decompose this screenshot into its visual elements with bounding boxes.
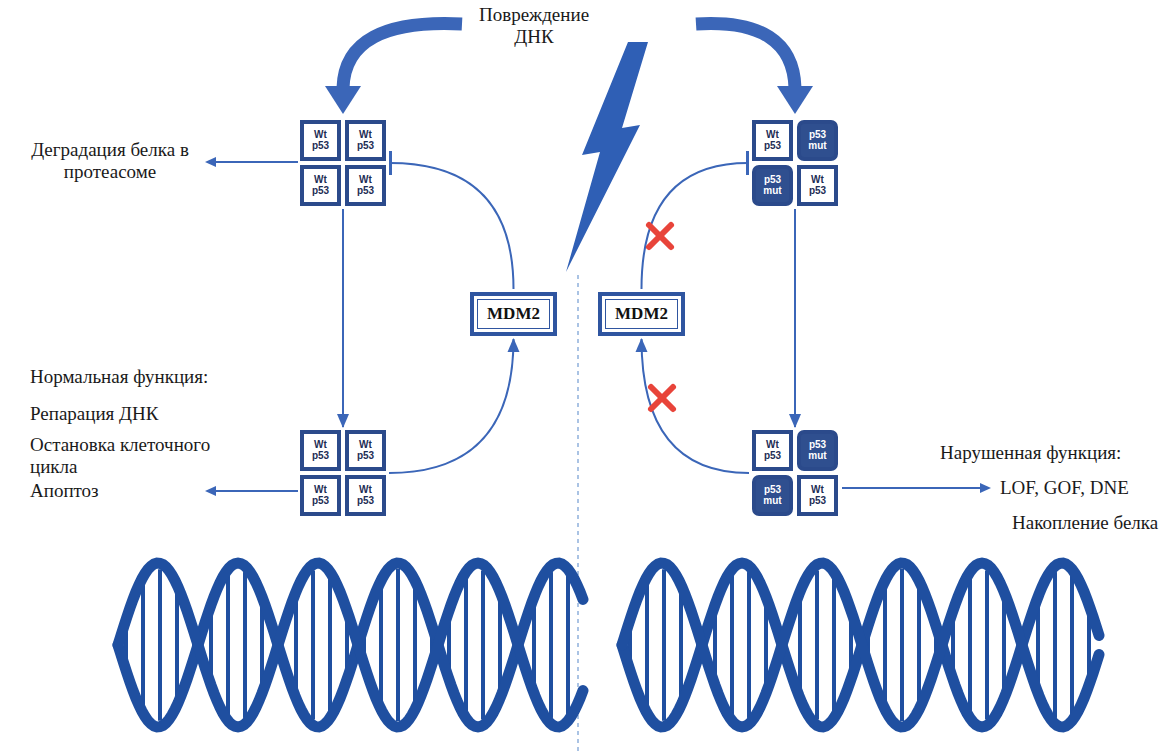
subunit-label: p53 mut — [761, 175, 785, 196]
function-item: Накопление белка — [1012, 512, 1172, 534]
leader-arrow — [214, 490, 298, 492]
function-item: Апоптоз — [30, 480, 190, 502]
p53-tetramer: Wt p53 p53 mut p53 mut Wt p53 — [752, 430, 838, 516]
wild-type-subunit: Wt p53 — [345, 165, 386, 206]
arrow-connector — [794, 209, 796, 427]
subunit-label: Wt p53 — [309, 130, 333, 151]
event-title: Повреждение ДНК — [470, 4, 598, 48]
protein-name: MDM2 — [615, 304, 668, 324]
arrow-connector — [642, 339, 750, 473]
p53-tetramer: Wt p53 Wt p53 Wt p53 Wt p53 — [300, 120, 386, 206]
divider-line — [577, 275, 579, 751]
wild-type-subunit: Wt p53 — [300, 165, 341, 206]
function-heading: Нарушенная функция: — [940, 442, 1170, 464]
wild-type-subunit: Wt p53 — [345, 430, 386, 471]
wild-type-subunit: Wt p53 — [752, 430, 793, 471]
p53-tetramer: Wt p53 Wt p53 Wt p53 Wt p53 — [300, 430, 386, 516]
subunit-label: p53 mut — [761, 485, 785, 506]
red-cross — [651, 387, 673, 409]
lightning-bolt — [566, 42, 648, 272]
mutant-subunit: p53 mut — [797, 120, 838, 161]
arrow-head — [980, 483, 991, 493]
subunit-label: Wt p53 — [354, 440, 378, 461]
subunit-label: Wt p53 — [761, 130, 785, 151]
wild-type-subunit: Wt p53 — [300, 120, 341, 161]
mdm2-box: MDM2 — [470, 292, 557, 336]
red-cross — [649, 225, 671, 247]
mutant-subunit: p53 mut — [752, 165, 793, 206]
wild-type-subunit: Wt p53 — [797, 165, 838, 206]
arrow-head — [777, 86, 813, 114]
subunit-label: p53 mut — [806, 440, 830, 461]
dna-helix — [118, 563, 1099, 727]
subunit-label: Wt p53 — [309, 440, 333, 461]
subunit-label: Wt p53 — [761, 440, 785, 461]
leader-arrow — [842, 487, 982, 489]
arrow-head — [205, 486, 216, 496]
subunit-label: p53 mut — [806, 130, 830, 151]
leader-arrow — [214, 161, 298, 163]
subunit-label: Wt p53 — [806, 485, 830, 506]
mutant-subunit: p53 mut — [797, 430, 838, 471]
protein-name: MDM2 — [487, 304, 540, 324]
arrow-connector — [389, 339, 514, 473]
inhibition-connector — [642, 163, 749, 289]
wild-type-subunit: Wt p53 — [345, 120, 386, 161]
wild-type-subunit: Wt p53 — [300, 430, 341, 471]
subunit-label: Wt p53 — [354, 485, 378, 506]
subunit-label: Wt p53 — [309, 175, 333, 196]
outcome-note: Деградация белка в протеасоме — [15, 139, 205, 183]
subunit-label: Wt p53 — [354, 130, 378, 151]
subunit-label: Wt p53 — [309, 485, 333, 506]
mutant-subunit: p53 mut — [752, 475, 793, 516]
wild-type-subunit: Wt p53 — [345, 475, 386, 516]
function-item: Остановка клеточного цикла — [30, 434, 230, 478]
arrow-connector — [342, 209, 344, 427]
wild-type-subunit: Wt p53 — [300, 475, 341, 516]
function-item: LOF, GOF, DNE — [1000, 477, 1170, 499]
wild-type-subunit: Wt p53 — [752, 120, 793, 161]
inhibition-connector — [390, 163, 514, 289]
damage-arrow — [696, 24, 795, 88]
subunit-label: Wt p53 — [806, 175, 830, 196]
wild-type-subunit: Wt p53 — [797, 475, 838, 516]
p53-tetramer: Wt p53 p53 mut p53 mut Wt p53 — [752, 120, 838, 206]
function-item: Репарация ДНК — [30, 403, 260, 425]
damage-arrow — [343, 24, 462, 88]
function-heading: Нормальная функция: — [30, 366, 260, 388]
arrow-head — [205, 157, 216, 167]
subunit-label: Wt p53 — [354, 175, 378, 196]
mdm2-box: MDM2 — [598, 292, 685, 336]
arrow-head — [325, 86, 361, 114]
